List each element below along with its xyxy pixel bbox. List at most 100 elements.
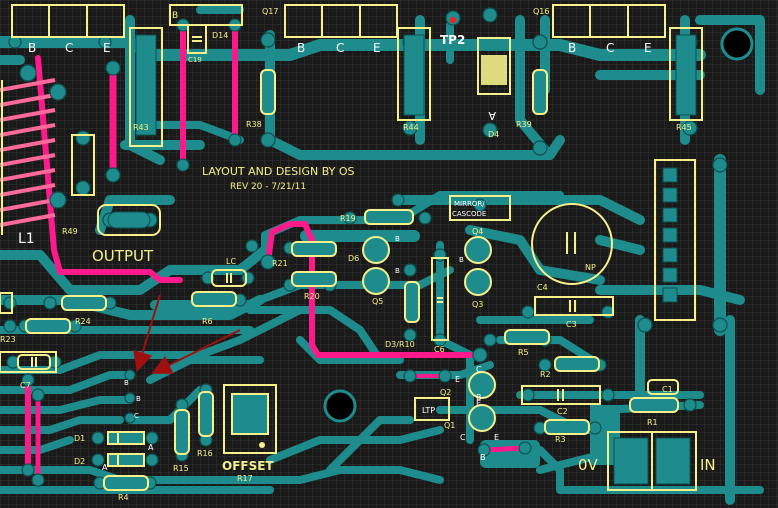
- ref-r20: R20: [304, 292, 320, 301]
- transistor-d6: [362, 236, 390, 264]
- ref-d14: D14: [212, 31, 228, 40]
- pin-c-label: C: [476, 365, 482, 374]
- ref-r5: R5: [518, 348, 529, 357]
- input-label: IN: [700, 456, 716, 474]
- ref-r4: R4: [118, 493, 129, 502]
- mirror-label: MIRROR/: [454, 200, 485, 208]
- ref-r44: R44: [403, 123, 419, 132]
- pin-b-label: B: [459, 256, 464, 264]
- capacitor-c1: [647, 379, 679, 395]
- pin-b-label: B: [124, 379, 129, 387]
- mounting-hole: [323, 389, 357, 423]
- resistor-r39: [532, 69, 548, 115]
- ref-r16: R16: [197, 449, 213, 458]
- pin-e-label: E: [455, 375, 460, 384]
- resistor-r38: [260, 69, 276, 115]
- ref-d4-a: A: [488, 109, 496, 122]
- ref-c6: C6: [434, 345, 445, 354]
- resistor-r3: [544, 419, 590, 435]
- ref-q5: Q5: [372, 297, 383, 306]
- output-label: OUTPUT: [92, 247, 154, 265]
- trimmer-wiper: [259, 442, 265, 448]
- diode-d1: [107, 431, 145, 445]
- ref-r23: R23: [0, 335, 16, 344]
- capacitors: [17, 24, 679, 401]
- ref-r17: R17: [237, 474, 253, 483]
- capacitor-c7: [17, 354, 51, 370]
- ref-l1: L1: [18, 231, 35, 247]
- ref-r38: R38: [246, 120, 262, 129]
- ref-d2: D2: [74, 457, 85, 466]
- ref-tp2: TP2: [440, 33, 465, 47]
- pin-b-label: B: [480, 453, 486, 462]
- pin-e-label: E: [494, 433, 499, 442]
- ref-c7: C7: [20, 381, 31, 390]
- ref-r1: R1: [647, 418, 658, 427]
- ref-r21: R21: [272, 259, 288, 268]
- ref-r43: R43: [133, 123, 149, 132]
- resistor-r19: [364, 209, 414, 225]
- silkscreen-outlines: [0, 4, 703, 491]
- resistors: [25, 69, 679, 491]
- small-transistors: [362, 236, 496, 432]
- resistor-r5: [504, 329, 550, 345]
- credit-line-1: LAYOUT AND DESIGN BY OS: [202, 165, 355, 178]
- credit-line-2: REV 20 - 7/21/11: [230, 182, 306, 192]
- pin-e-label: E: [103, 41, 111, 55]
- pin-b-label: B: [395, 267, 400, 275]
- transistor-tabs: [135, 34, 697, 136]
- ref-q2: Q2: [440, 388, 451, 397]
- pin-b-label: B: [297, 41, 305, 55]
- pin-c-label: C: [336, 41, 344, 55]
- ref-d6: D6: [348, 254, 359, 263]
- ref-d3-r10: D3/R10: [385, 340, 415, 349]
- zero-volt-label: 0V: [578, 456, 599, 474]
- pin-c-label: C: [65, 41, 73, 55]
- resistor-r20: [291, 271, 337, 287]
- ref-q4: Q4: [472, 227, 483, 236]
- resistor-r15: [174, 409, 190, 455]
- pin-c-label: C: [460, 433, 466, 442]
- ref-d4: D4: [488, 130, 499, 139]
- output-pad: [107, 211, 151, 229]
- resistor-r24: [61, 295, 107, 311]
- resistor-r1: [629, 397, 679, 413]
- ref-r6: R6: [202, 317, 213, 326]
- ref-r3: R3: [555, 435, 566, 444]
- capacitor-c19: [187, 24, 207, 54]
- cascode-label: CASCODE: [452, 210, 486, 218]
- diode-anode-label: A: [148, 443, 154, 452]
- diode-anode-label: A: [102, 463, 108, 472]
- diode-d2: [107, 453, 145, 467]
- input-connector-pads: [613, 437, 691, 485]
- mounting-hole: [720, 27, 754, 61]
- ref-r15: R15: [173, 464, 189, 473]
- sip-pads: [662, 167, 678, 303]
- silkscreen-text: B C E B C E B C E B Q17 Q16 D14 C19 TP2 …: [0, 7, 716, 502]
- pin-c-label: C: [134, 412, 139, 420]
- test-point-tp2: [450, 17, 456, 23]
- capacitor-lc: [211, 269, 247, 287]
- ref-r39: R39: [516, 120, 532, 129]
- transistor-q3: [464, 268, 492, 296]
- resistor-r2: [554, 356, 600, 372]
- jumper-wires: [25, 22, 528, 483]
- transistor-q5: [362, 267, 390, 295]
- resistor-r4: [103, 475, 149, 491]
- ref-lc: LC: [226, 257, 236, 266]
- transistor-q2: [468, 371, 496, 399]
- resistor-r16: [198, 391, 214, 437]
- pin-c-label: C: [606, 41, 614, 55]
- ref-np: NP: [585, 263, 596, 272]
- ref-q3: Q3: [472, 300, 483, 309]
- ref-r2: R2: [540, 370, 551, 379]
- ref-c3: C3: [566, 320, 577, 329]
- pin-b-label: B: [395, 235, 400, 243]
- ref-c1: C1: [662, 385, 673, 394]
- pin-e-label: E: [476, 399, 481, 408]
- ref-r24: R24: [75, 317, 91, 326]
- ref-c2: C2: [557, 407, 568, 416]
- diode-d4-body: [481, 55, 507, 85]
- jumper-r21-r20: [265, 221, 473, 358]
